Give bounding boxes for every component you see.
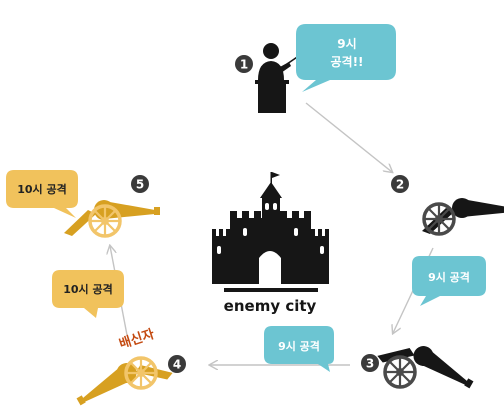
traitor-label: 배신자 — [117, 326, 156, 352]
center-label: enemy city — [224, 297, 317, 315]
step-5-marker: 5 — [131, 175, 149, 193]
step-5-speech-bubble: 10시 공격 — [6, 170, 78, 218]
step-2-speech-bubble: 9시 공격 — [412, 256, 486, 306]
step-4-speech-bubble: 10시 공격 — [52, 270, 124, 318]
step-5-bubble-text: 10시 공격 — [17, 182, 67, 196]
svg-text:5: 5 — [136, 178, 144, 192]
svg-text:4: 4 — [173, 358, 181, 372]
gold-cannon-wheel — [124, 356, 158, 390]
step-3-speech-bubble: 9시 공격 — [264, 326, 334, 372]
commander-speech-bubble: 9시 공격!! — [296, 24, 396, 92]
step-1-marker: 1 — [235, 55, 253, 73]
commander-icon — [255, 43, 307, 113]
step-4-marker: 4 — [168, 355, 186, 373]
castle-icon — [212, 172, 329, 292]
arrow-1-to-2 — [305, 102, 392, 172]
gold-cannon-icon — [64, 200, 160, 236]
gold-cannon-icon — [73, 344, 175, 409]
step-2-marker: 2 — [391, 175, 409, 193]
step-2-bubble-text: 9시 공격 — [428, 270, 470, 284]
step-3-marker: 3 — [361, 354, 379, 372]
commander-bubble-line-2: 공격!! — [330, 54, 363, 69]
step-3-bubble-text: 9시 공격 — [278, 339, 320, 353]
svg-text:3: 3 — [366, 357, 374, 371]
svg-text:1: 1 — [240, 58, 248, 72]
svg-text:2: 2 — [396, 178, 404, 192]
black-cannon-icon — [375, 327, 477, 407]
gold-cannon-wheel — [88, 204, 122, 238]
commander-bubble-line-1: 9시 — [337, 37, 356, 51]
step-4-bubble-text: 10시 공격 — [63, 282, 113, 296]
black-cannon-icon — [422, 198, 504, 236]
black-cannon-wheel — [383, 355, 417, 389]
